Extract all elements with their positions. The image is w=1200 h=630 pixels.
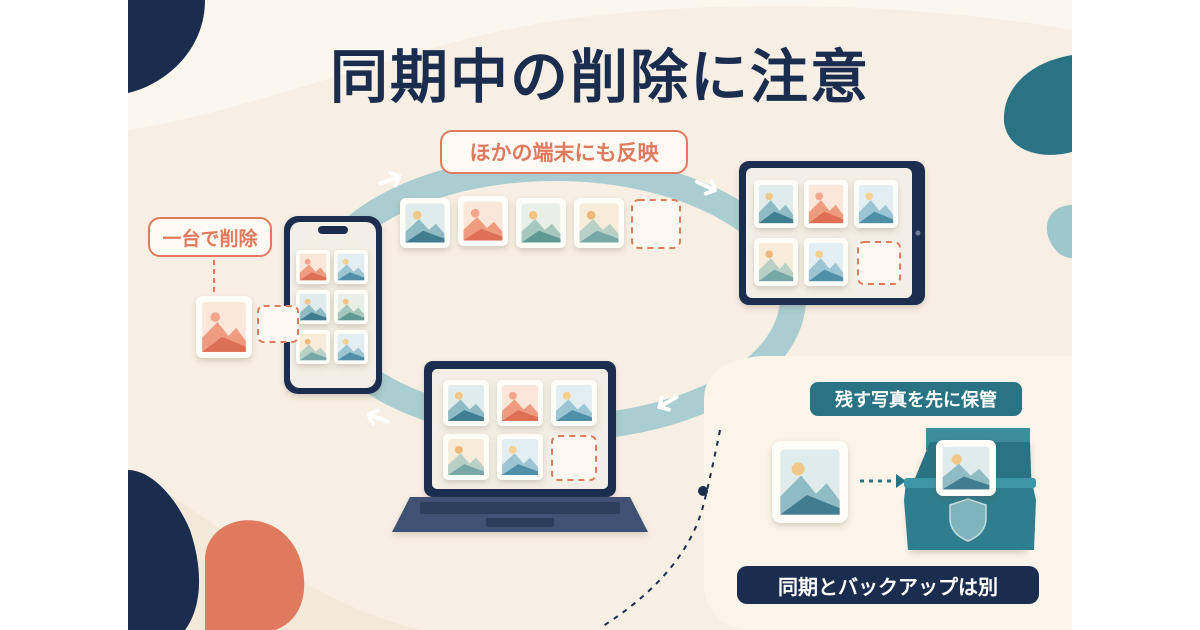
arrow-icon	[657, 395, 679, 412]
arrow-icon	[366, 408, 390, 426]
label-delete-one: 一台で削除	[148, 217, 272, 257]
artboard	[128, 0, 1072, 630]
deleted-photo-placeholder	[551, 435, 597, 481]
photo-icon	[516, 198, 566, 248]
label-sync-others: ほかの端末にも反映	[440, 130, 688, 174]
photo-icon	[296, 250, 330, 284]
background-wave	[128, 0, 1072, 130]
photo-icon	[936, 440, 996, 496]
label-keep-first: 残す写真を先に保管	[810, 382, 1022, 416]
blob-navy-top	[128, 0, 205, 93]
arrow-icon	[378, 170, 402, 188]
photo-icon	[804, 238, 848, 286]
blob-navy-bottom	[128, 470, 200, 630]
deleted-photo-placeholder	[631, 199, 681, 249]
photo-icon	[443, 380, 489, 426]
background-wave	[128, 470, 420, 630]
photo-icon	[754, 238, 798, 286]
connector-dot	[698, 486, 708, 496]
photo-icon	[497, 434, 543, 480]
photo-icon	[400, 198, 450, 248]
photo-icon	[574, 198, 624, 248]
deleted-photo-placeholder	[257, 305, 299, 343]
photo-icon	[551, 380, 597, 426]
photo-icon	[458, 196, 508, 246]
photo-icon	[497, 380, 543, 426]
blob-teal-small	[1046, 205, 1072, 258]
blob-coral	[205, 520, 305, 630]
photo-icon	[296, 290, 330, 324]
shield-icon	[949, 498, 987, 542]
connector-line	[599, 429, 721, 629]
photo-icon	[296, 330, 330, 364]
deleted-photo-icon	[196, 296, 252, 358]
photo-icon	[754, 180, 798, 228]
arrow-icon	[694, 178, 718, 196]
arrow-icon	[896, 474, 906, 488]
photo-icon	[804, 180, 848, 228]
photo-icon	[334, 250, 368, 284]
deleted-photo-placeholder	[857, 241, 901, 285]
label-sync-vs-backup: 同期とバックアップは別	[737, 566, 1039, 604]
photo-icon	[334, 290, 368, 324]
photo-icon	[443, 434, 489, 480]
blob-teal-right	[1003, 55, 1072, 155]
photo-icon	[334, 330, 368, 364]
photo-icon	[772, 441, 848, 523]
photo-icon	[854, 180, 898, 228]
page-title: 同期中の削除に注意	[329, 43, 870, 111]
backup-panel	[704, 356, 1072, 630]
